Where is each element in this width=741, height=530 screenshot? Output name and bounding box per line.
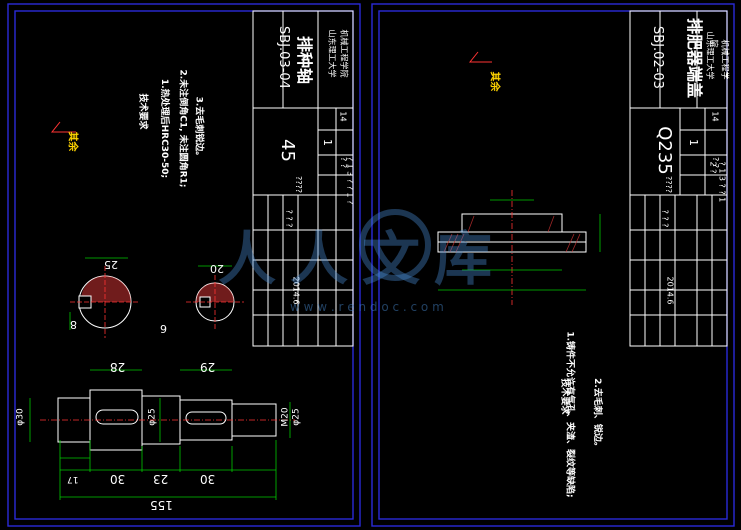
left-sheet-count: 14 <box>338 111 348 122</box>
dim-dia-30: φ30 <box>15 408 26 426</box>
left-tech-req-2: 2.未注倒角C1, 未注圆角R1; <box>177 69 188 188</box>
dim-17: 17 <box>67 474 79 484</box>
right-scale: 1 <box>687 139 700 146</box>
left-drawing-number: SBJ.03-04 <box>275 26 291 89</box>
left-tech-req-3: 3.去毛刺锐边。 <box>193 96 204 161</box>
section-view-2 <box>186 265 244 330</box>
left-material: 45 <box>276 139 298 162</box>
left-scale: 1 <box>321 139 334 146</box>
shaft-dimension-lines <box>29 369 291 500</box>
right-other-mark: 其余 <box>488 71 500 92</box>
left-q3: ???? <box>293 176 303 193</box>
right-tech-req-1: 1.铸件不允许有气孔、夹渣、裂纹等缺陷; <box>564 331 575 498</box>
left-tech-title: 技术要求 <box>137 93 148 130</box>
dim-30a: 30 <box>110 472 126 486</box>
right-dept-name: 机械工程学院 <box>709 39 730 80</box>
right-date: 2014.6 <box>665 276 675 305</box>
right-q4: ? ? ? <box>660 209 670 228</box>
left-title-block <box>252 10 354 347</box>
right-material: Q235 <box>653 126 675 175</box>
right-q3: ???? <box>663 176 673 193</box>
dim-dia-25b: φ25 <box>291 408 302 426</box>
dim-section-width-1: 8 <box>70 318 77 331</box>
right-q2: ? 1 3 ? ? 1 2 ? <box>708 161 727 203</box>
left-part-name: 排种轴 <box>295 35 315 85</box>
dim-29: 29 <box>200 360 216 374</box>
left-q2: ? 1 3 ? ? 1 ? <box>345 156 355 205</box>
watermark-logo <box>359 209 431 281</box>
left-dept-name: 机械工程学院 <box>339 29 349 78</box>
right-roughness-symbol <box>468 51 492 63</box>
dim-thread: M20 <box>280 407 291 427</box>
right-drawing-number: SBJ.02-03 <box>649 26 665 89</box>
dim-28: 28 <box>110 360 126 374</box>
dim-30b: 30 <box>200 472 216 486</box>
dim-total-length: 155 <box>150 498 173 512</box>
left-roughness-symbol <box>50 121 76 133</box>
dim-dia-25: φ25 <box>147 408 158 426</box>
right-title-block <box>629 10 728 347</box>
end-cap-hatch <box>443 215 581 253</box>
watermark-text: 人人文库 <box>218 225 507 293</box>
left-tech-req-1: 1.热处理后HRC30-50; <box>159 78 170 179</box>
left-other-mark: 其余 <box>66 131 78 152</box>
right-tech-req-2: 2.去毛刺、锐边。 <box>591 378 602 451</box>
dim-section-top-1: 25 <box>104 258 118 271</box>
watermark-url: w w w . r e n d o c . c o m <box>290 300 444 314</box>
end-cap-dimensions <box>438 199 601 291</box>
dim-section-width-2: 6 <box>160 322 167 335</box>
dim-23: 23 <box>153 472 169 486</box>
left-school-name: 山东理工大学 <box>327 29 337 78</box>
right-sheet-count: 14 <box>710 111 720 122</box>
section-view-1 <box>69 257 140 338</box>
